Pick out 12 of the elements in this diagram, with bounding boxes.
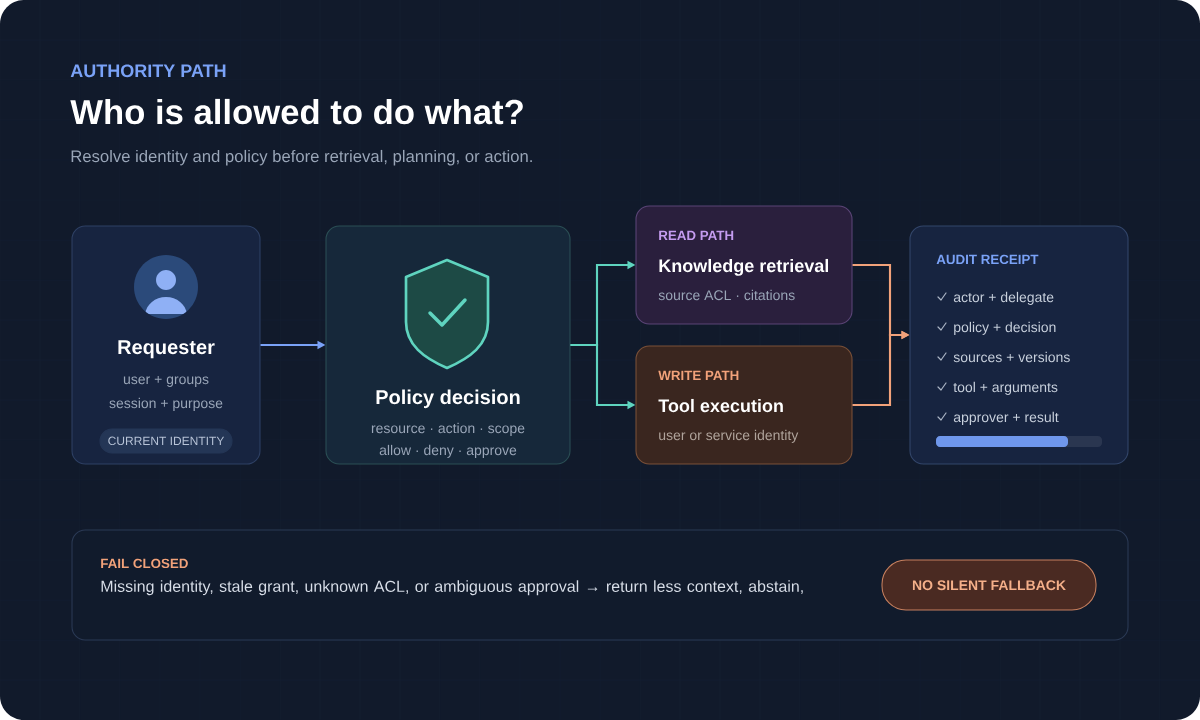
eyebrow-label: AUTHORITY PATH [70, 64, 226, 78]
checklist-item: actor + delegate [937, 291, 1054, 305]
checklist-item: approver + result [937, 411, 1059, 425]
checklist-item: sources + versions [937, 351, 1070, 363]
checklist-item: policy + decision [937, 321, 1056, 335]
read-path-card: READ PATH Knowledge retrieval source ACL · citations [635, 205, 853, 325]
fallback-badge: NO SILENT FALLBACK [881, 559, 1097, 611]
write-path-card: WRITE PATH Tool execution user or service identity [635, 345, 853, 465]
identity-pill: CURRENT IDENTITY [99, 428, 233, 454]
checklist-item: tool + arguments [937, 381, 1058, 395]
subtitle-text: Resolve identity and policy before retrieval, planning, or action. [71, 149, 532, 166]
title: Who is allowed to do what? [70, 98, 523, 125]
